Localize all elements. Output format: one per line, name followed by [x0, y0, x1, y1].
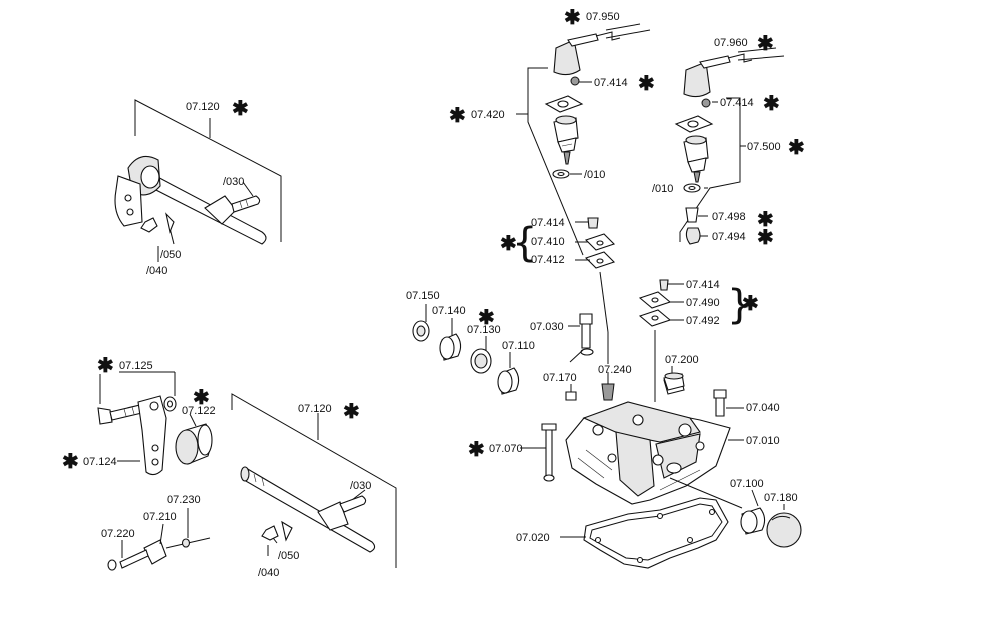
asterisk-icon: ✱: [763, 93, 780, 115]
label-07414-c: 07.414: [720, 97, 754, 109]
label-040-lower: /040: [258, 567, 279, 579]
sensor-assembly-07420: ✱ 07.950 07.414 ✱ ✱ 07.420 /010 07.414 ✱…: [449, 7, 655, 364]
asterisk-icon: ✱: [638, 73, 655, 95]
sensor-assembly-07500: 07.960 ✱ 07.414 ✱ 07.500 ✱ /010 07.498 ✱…: [638, 33, 805, 402]
asterisk-icon: ✱: [193, 387, 210, 409]
brace-right-icon: }: [727, 282, 752, 328]
label-07500: 07.500: [747, 141, 781, 153]
label-010-b: /010: [652, 183, 673, 195]
label-07124: 07.124: [83, 456, 117, 468]
label-07414-d: 07.414: [686, 279, 720, 291]
label-07020: 07.020: [516, 532, 550, 544]
label-07960: 07.960: [714, 37, 748, 49]
label-07220: 07.220: [101, 528, 135, 540]
label-050-upper: /050: [160, 249, 181, 261]
label-07122: 07.122: [182, 405, 216, 417]
asterisk-icon: ✱: [468, 439, 485, 461]
label-07210: 07.210: [143, 511, 177, 523]
label-010-a: /010: [584, 169, 605, 181]
label-07414-a: 07.414: [594, 77, 628, 89]
label-050-lower: /050: [278, 550, 299, 562]
label-07120-lower: 07.120: [298, 403, 332, 415]
label-07200: 07.200: [665, 354, 699, 366]
label-07010: 07.010: [746, 435, 780, 447]
asterisk-icon: ✱: [757, 209, 774, 231]
asterisk-icon: ✱: [62, 451, 79, 473]
label-07030: 07.030: [530, 321, 564, 333]
label-07412: 07.412: [531, 254, 565, 266]
asterisk-icon: ✱: [742, 293, 759, 315]
asterisk-icon: ✱: [500, 233, 517, 255]
label-07950: 07.950: [586, 11, 620, 23]
asterisk-icon: ✱: [449, 105, 466, 127]
label-07240: 07.240: [598, 364, 632, 376]
asterisk-icon: ✱: [232, 98, 249, 120]
asterisk-icon: ✱: [757, 227, 774, 249]
asterisk-icon: ✱: [97, 355, 114, 377]
label-07150: 07.150: [406, 290, 440, 302]
label-07130: 07.130: [467, 324, 501, 336]
housing-assembly: 07.150 07.140 ✱ 07.130 07.110 07.030 07.…: [406, 290, 802, 569]
label-07498: 07.498: [712, 211, 746, 223]
label-030-upper: /030: [223, 176, 244, 188]
label-07070: 07.070: [489, 443, 523, 455]
label-07180: 07.180: [764, 492, 798, 504]
asterisk-icon: ✱: [478, 307, 495, 329]
label-07110: 07.110: [502, 340, 535, 352]
label-07170: 07.170: [543, 372, 577, 384]
label-07120-upper: 07.120: [186, 101, 220, 113]
label-07230: 07.230: [167, 494, 201, 506]
label-07420: 07.420: [471, 109, 505, 121]
label-07494: 07.494: [712, 231, 746, 243]
label-07125: 07.125: [119, 360, 153, 372]
label-040-upper: /040: [146, 265, 167, 277]
brace-left-icon: {: [512, 220, 537, 266]
assembly-07120-upper: 07.120 ✱ /030 /050 /040: [114, 98, 282, 277]
label-07140: 07.140: [432, 305, 466, 317]
label-07410: 07.410: [531, 236, 565, 248]
asterisk-icon: ✱: [343, 401, 360, 423]
label-030-lower: /030: [350, 480, 371, 492]
asterisk-icon: ✱: [757, 33, 774, 55]
label-07492: 07.492: [686, 315, 720, 327]
label-07414-b: 07.414: [531, 217, 565, 229]
assembly-07120-lower: ✱ 07.125 ✱ 07.122 ✱ 07.124 07.120 ✱ /030…: [62, 355, 397, 579]
label-07040: 07.040: [746, 402, 780, 414]
label-07100: 07.100: [730, 478, 764, 490]
label-07490: 07.490: [686, 297, 720, 309]
asterisk-icon: ✱: [564, 7, 581, 29]
asterisk-icon: ✱: [788, 137, 805, 159]
